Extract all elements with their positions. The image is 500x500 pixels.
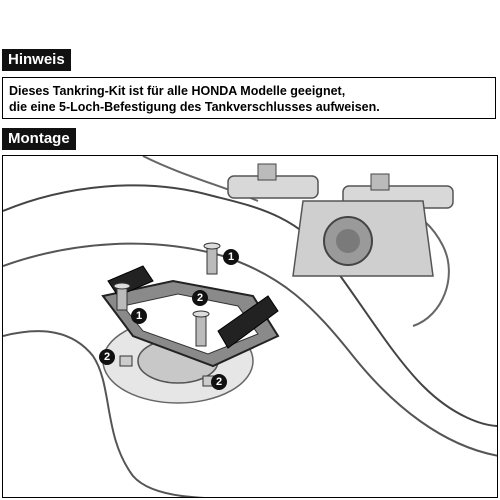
clamp-bolt-right <box>370 173 390 191</box>
svg-text:2: 2 <box>216 376 222 388</box>
marker-2-left: 2 <box>99 349 115 365</box>
marker-2-right: 2 <box>211 374 227 390</box>
marker-1-left: 1 <box>131 308 147 324</box>
svg-text:2: 2 <box>104 351 110 363</box>
spacer-left <box>119 355 133 367</box>
tank-outline-lower <box>3 330 205 497</box>
screw-middle <box>192 310 210 347</box>
marker-1-top: 1 <box>223 249 239 265</box>
notice-heading: Hinweis <box>2 49 71 71</box>
svg-text:1: 1 <box>228 251 234 263</box>
notice-box: Dieses Tankring-Kit ist für alle HONDA M… <box>2 77 496 119</box>
assembly-heading: Montage <box>2 128 76 150</box>
notice-line-1: Dieses Tankring-Kit ist für alle HONDA M… <box>9 84 346 98</box>
motorcycle-tank-drawing: 1 2 1 2 2 <box>3 156 497 497</box>
clamp-bolt-left <box>257 163 277 181</box>
assembly-illustration: 1 2 1 2 2 <box>2 155 498 498</box>
tank-outline-middle <box>3 242 497 457</box>
notice-line-2: die eine 5-Loch-Befestigung des Tankvers… <box>9 100 380 114</box>
marker-2-upper: 2 <box>192 290 208 306</box>
svg-text:1: 1 <box>136 310 142 322</box>
svg-text:2: 2 <box>197 292 203 304</box>
screw-top <box>203 242 221 275</box>
rubber-block-right <box>217 295 279 349</box>
screw-left <box>113 282 131 311</box>
steering-stem-center <box>336 229 360 253</box>
